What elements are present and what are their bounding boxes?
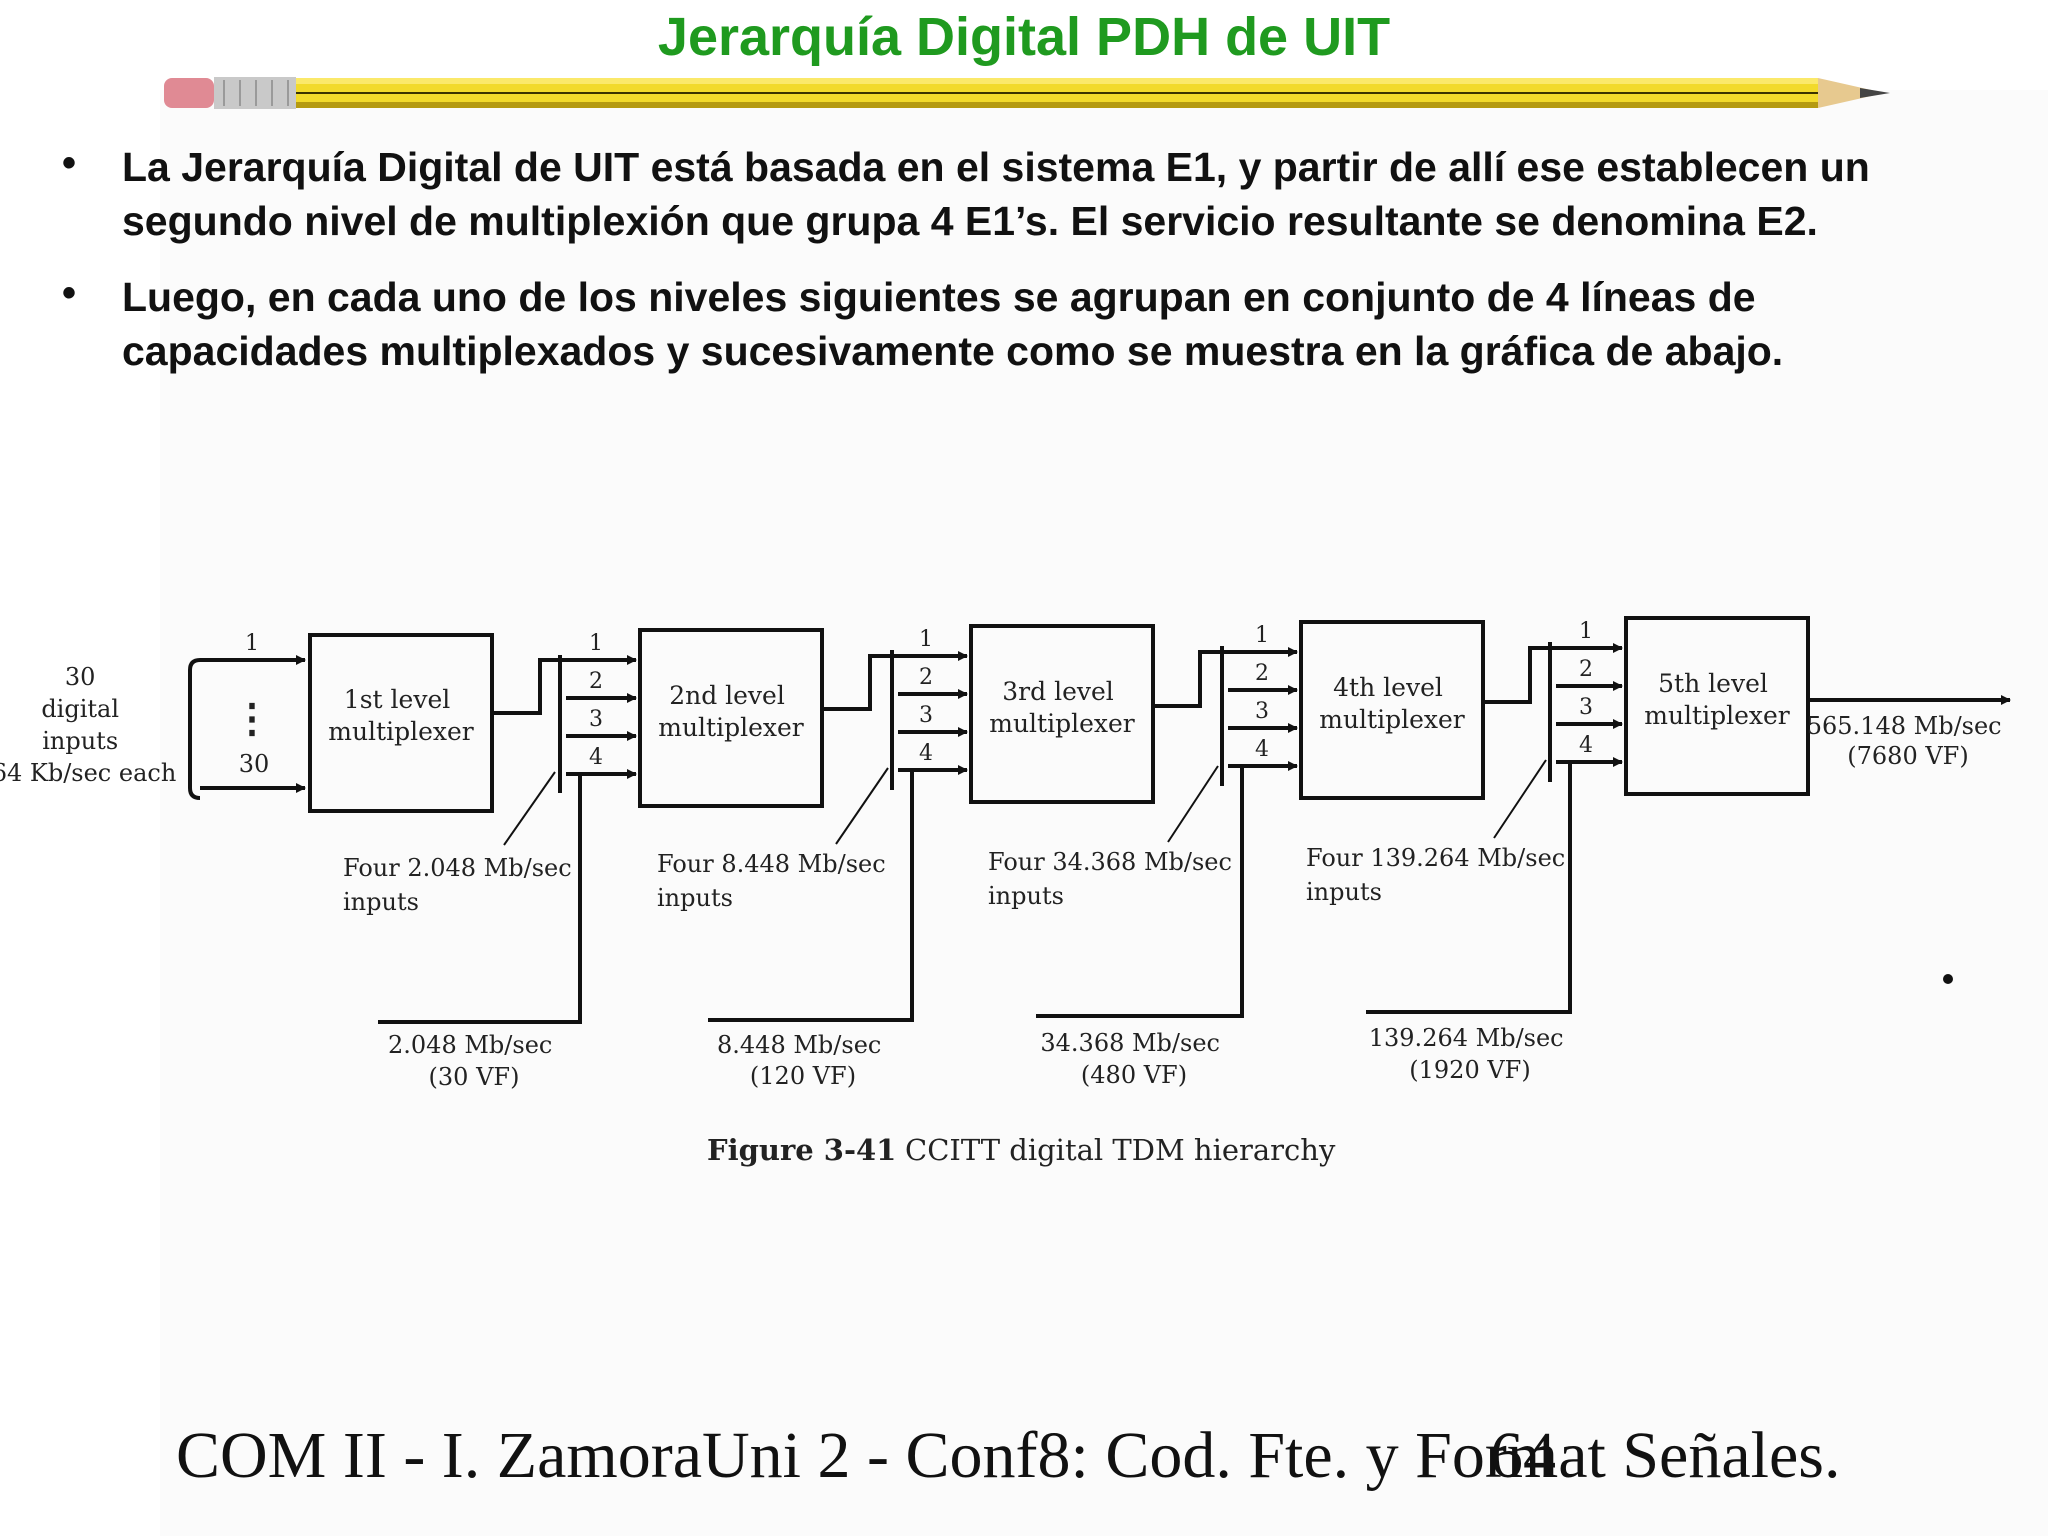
svg-text:4: 4 bbox=[589, 745, 603, 770]
svg-text:2: 2 bbox=[1579, 657, 1593, 682]
stray-dot bbox=[1943, 974, 1953, 984]
svg-text:4: 4 bbox=[1255, 737, 1269, 762]
multiplexer-label: 1st level multiplexer bbox=[328, 685, 474, 746]
four-inputs-label: Four 2.048 Mb/sec inputs bbox=[343, 854, 579, 916]
tdm-hierarchy-diagram: 30 digital inputs 64 Kb/sec each 1 ⋮ 30 … bbox=[0, 616, 2011, 1167]
svg-text:4: 4 bbox=[919, 741, 933, 766]
bullet-item: • Luego, en cada uno de los niveles sigu… bbox=[60, 270, 1990, 378]
rate-label: 139.264 Mb/sec (1920 VF) bbox=[1369, 1024, 1572, 1084]
svg-text:3: 3 bbox=[1579, 695, 1593, 720]
bullet-dot-icon: • bbox=[62, 141, 77, 185]
multiplexer-label: 4th level multiplexer bbox=[1319, 673, 1465, 734]
svg-text:1: 1 bbox=[1255, 623, 1269, 648]
bullet-text: La Jerarquía Digital de UIT está basada … bbox=[122, 144, 1870, 244]
multiplexer-label: 5th level multiplexer bbox=[1644, 669, 1790, 730]
output-label: 565.148 Mb/sec (7680 VF) bbox=[1807, 712, 2010, 770]
svg-text:4: 4 bbox=[1579, 733, 1593, 758]
svg-text:2: 2 bbox=[1255, 661, 1269, 686]
bullet-dot-icon: • bbox=[62, 271, 77, 315]
svg-text:2: 2 bbox=[589, 669, 603, 694]
rate-label: 8.448 Mb/sec (120 VF) bbox=[717, 1031, 889, 1090]
port-numbers: 1 2 3 4 bbox=[1579, 619, 1593, 758]
svg-text:3: 3 bbox=[919, 703, 933, 728]
input-ellipsis-icon: ⋮ bbox=[232, 695, 272, 742]
page-number: 64 bbox=[1490, 1419, 1556, 1492]
svg-text:2: 2 bbox=[919, 665, 933, 690]
footer-text: COM II - I. ZamoraUni 2 - Conf8: Cod. Ft… bbox=[176, 1419, 1841, 1492]
slide-title: Jerarquía Digital PDH de UIT bbox=[657, 7, 1391, 67]
four-inputs-label: Four 8.448 Mb/sec inputs bbox=[657, 850, 893, 912]
svg-text:3: 3 bbox=[589, 707, 603, 732]
svg-text:1: 1 bbox=[919, 627, 933, 652]
pencil-divider bbox=[164, 77, 1890, 109]
multiplexer-label: 2nd level multiplexer bbox=[658, 681, 804, 742]
bullet-item: • La Jerarquía Digital de UIT está basad… bbox=[60, 140, 1990, 248]
bullet-text: Luego, en cada uno de los niveles siguie… bbox=[122, 274, 1784, 374]
rate-label: 2.048 Mb/sec (30 VF) bbox=[388, 1031, 560, 1091]
port-numbers: 1 2 3 4 bbox=[589, 631, 603, 770]
svg-text:3: 3 bbox=[1255, 699, 1269, 724]
input-last-number: 30 bbox=[239, 750, 270, 778]
input-label: 30 digital inputs 64 Kb/sec each bbox=[0, 663, 176, 787]
rate-label: 34.368 Mb/sec (480 VF) bbox=[1040, 1029, 1227, 1089]
four-inputs-label: Four 34.368 Mb/sec inputs bbox=[988, 848, 1240, 910]
figure-caption-text: CCITT digital TDM hierarchy bbox=[905, 1133, 1336, 1167]
multiplexer-label: 3rd level multiplexer bbox=[989, 677, 1135, 738]
figure-caption: Figure 3-41 CCITT digital TDM hierarchy bbox=[707, 1133, 1336, 1167]
slide-footer: COM II - I. ZamoraUni 2 - Conf8: Cod. Ft… bbox=[0, 1418, 2048, 1518]
svg-text:1: 1 bbox=[1579, 619, 1593, 644]
input-first-number: 1 bbox=[245, 631, 259, 656]
port-numbers: 1 2 3 4 bbox=[919, 627, 933, 766]
svg-text:1: 1 bbox=[589, 631, 603, 656]
port-numbers: 1 2 3 4 bbox=[1255, 623, 1269, 762]
figure-number: Figure 3-41 bbox=[707, 1133, 896, 1167]
bullet-list: • La Jerarquía Digital de UIT está basad… bbox=[60, 140, 1990, 400]
four-inputs-label: Four 139.264 Mb/sec inputs bbox=[1306, 844, 1573, 906]
